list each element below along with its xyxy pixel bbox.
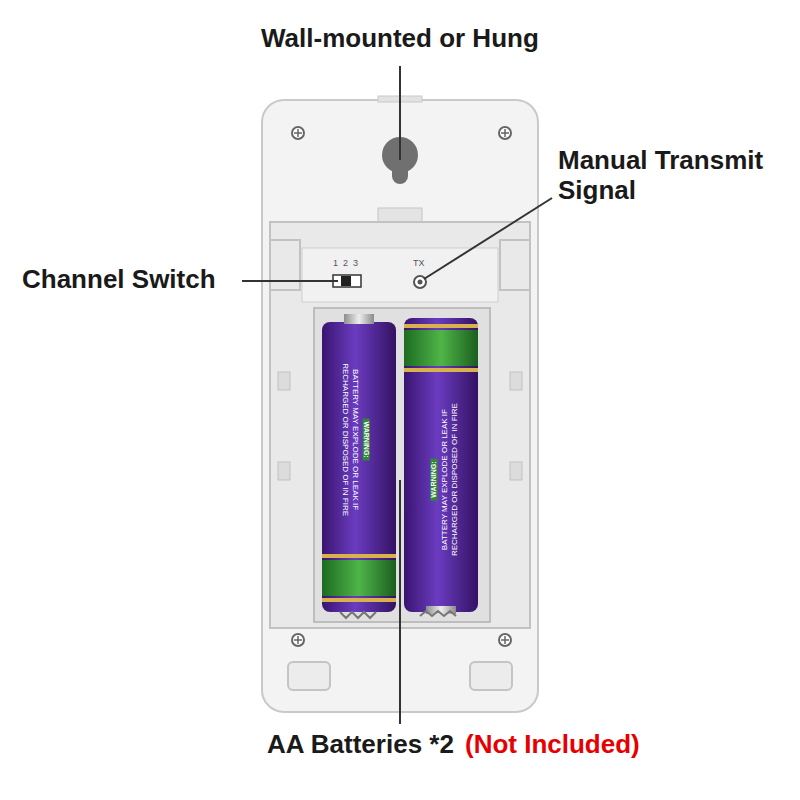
foot [288, 662, 330, 690]
screw [292, 127, 511, 646]
battery-well [314, 308, 490, 622]
foot [470, 662, 512, 690]
battery-warning-text: BATTERY MAY EXPLODE OR LEAK IF RECHARGED… [440, 385, 459, 575]
callout-label: Channel Switch [22, 265, 216, 295]
aa-battery [322, 314, 396, 618]
pin-name: TX [413, 258, 425, 268]
battery-print: WARNING:BATTERY MAY EXPLODE OR LEAK IF R… [422, 385, 459, 575]
callout-label: Wall-mounted or Hung [261, 24, 539, 54]
aa-battery [404, 318, 478, 616]
battery-warning-text: BATTERY MAY EXPLODE OR LEAK IF RECHARGED… [340, 345, 359, 535]
callout-label: Manual Transmit Signal [558, 146, 788, 206]
battery-print: WARNING: BATTERY MAY EXPLODE OR LEAK IF R… [340, 345, 377, 535]
battery-warning-tag: WARNING: [430, 459, 437, 501]
callout-label: AA Batteries *2 [267, 730, 454, 760]
channel-number: 3 [353, 258, 358, 268]
battery-warning-tag: WARNING: [363, 419, 370, 461]
leader-line [242, 66, 552, 724]
channel-number: 2 [343, 258, 348, 268]
channel-number: 1 [333, 258, 338, 268]
note-label: (Not Included) [465, 730, 640, 760]
